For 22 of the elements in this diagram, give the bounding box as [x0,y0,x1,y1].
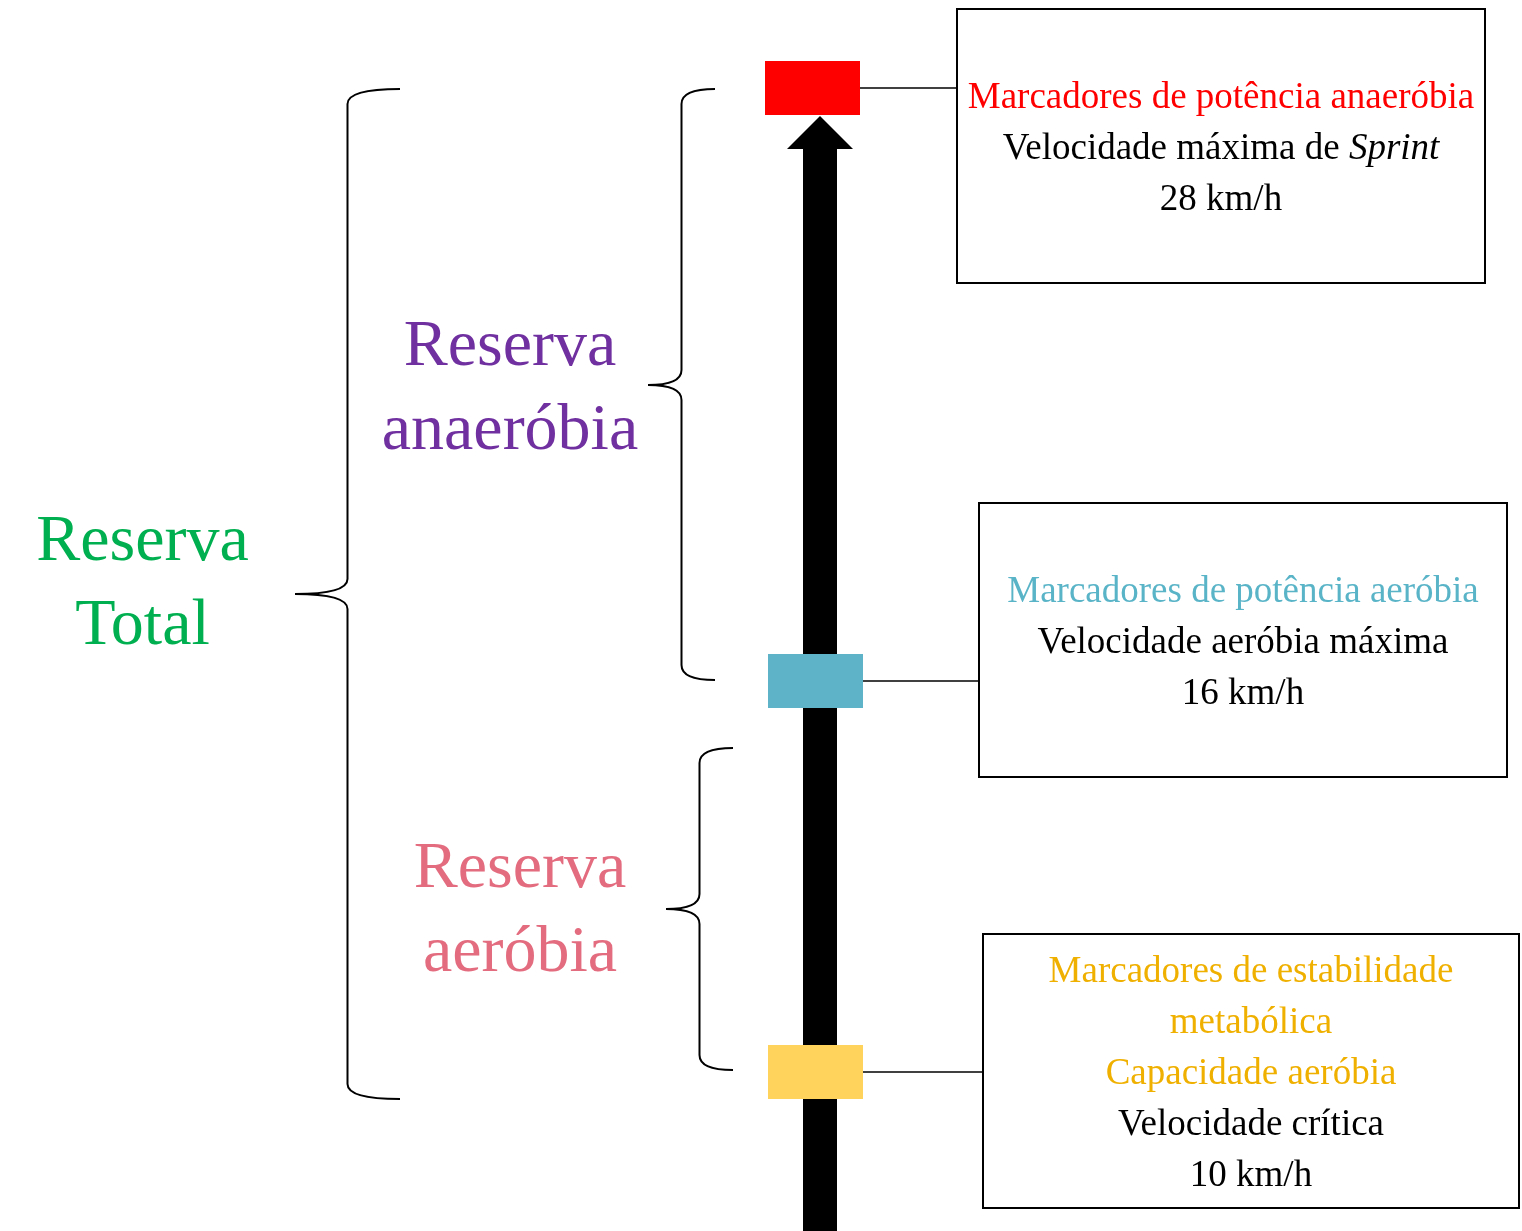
box-text: Velocidade aeróbia máxima [1037,618,1449,663]
box-text: 16 km/h [1181,669,1305,714]
connector-line [859,87,957,89]
marker-text-box [982,933,1520,1209]
marker-text-box [956,8,1486,284]
marker-text-box [978,502,1508,778]
reserve-label: Reserva anaeróbia [350,300,670,470]
box-heading: Marcadores de potência aeróbia [1007,567,1479,612]
box-heading: Capacidade aeróbia [1105,1049,1397,1094]
box-text: 10 km/h [1189,1151,1313,1196]
box-text: Velocidade crítica [1117,1100,1384,1145]
connector-line [862,1071,983,1073]
marker-block [768,654,863,708]
marker-block [765,61,860,115]
box-text: 28 km/h [1159,175,1283,220]
reserve-label: Reserva Total [10,495,275,665]
reserve-label: Reserva aeróbia [380,822,660,992]
marker-block [768,1045,863,1099]
box-heading: Marcadores de potência anaeróbia [967,73,1475,118]
connector-line [862,680,979,682]
box-heading: Marcadores de estabilidade metabólica [1047,947,1455,1043]
box-text: Velocidade máxima de Sprint [1002,124,1440,169]
